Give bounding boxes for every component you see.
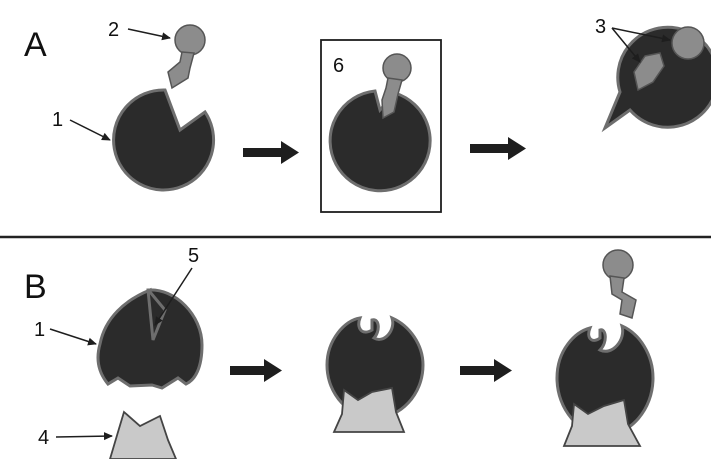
panel-a: A 2 1 6 bbox=[24, 16, 711, 213]
pointer-line-1b bbox=[49, 328, 97, 346]
excluded-substrate bbox=[602, 249, 637, 319]
panel-b-stage-3 bbox=[555, 249, 655, 447]
pointer-line-3b bbox=[611, 27, 671, 43]
complex-box bbox=[320, 39, 442, 213]
panel-b-letter: B bbox=[24, 268, 47, 306]
label-4: 4 bbox=[38, 427, 49, 449]
reaction-arrow-b1 bbox=[230, 359, 282, 382]
panel-a-stage-1: 2 1 bbox=[52, 19, 216, 192]
label-2: 2 bbox=[108, 19, 119, 41]
reaction-arrow-b2 bbox=[460, 359, 512, 382]
label-3: 3 bbox=[595, 16, 606, 38]
panel-a-letter: A bbox=[24, 26, 47, 64]
panel-b: B 5 1 4 bbox=[24, 245, 655, 459]
label-6: 6 bbox=[333, 55, 344, 77]
panel-a-stage-3: 3 bbox=[595, 16, 711, 133]
substrate-molecule bbox=[167, 24, 206, 90]
reaction-arrow-a1 bbox=[243, 141, 299, 164]
label-1b: 1 bbox=[34, 319, 45, 341]
label-5: 5 bbox=[188, 245, 199, 267]
enzyme-a1 bbox=[112, 88, 216, 192]
product-fragment bbox=[633, 52, 665, 92]
enzyme-a2 bbox=[328, 89, 432, 193]
bound-inhibitor-2 bbox=[562, 398, 642, 447]
pointer-line-4 bbox=[55, 432, 113, 441]
pointer-line-1a bbox=[69, 119, 111, 141]
pointer-line-2 bbox=[127, 28, 171, 41]
panel-a-stage-2: 6 bbox=[320, 39, 442, 213]
pointer-line-5 bbox=[154, 267, 193, 326]
bound-substrate bbox=[381, 53, 412, 120]
panel-b-stage-1: 5 1 4 bbox=[34, 245, 204, 459]
reaction-arrow-a2 bbox=[470, 137, 526, 160]
inhibitor-molecule bbox=[109, 410, 177, 459]
pointer-line-3a bbox=[611, 27, 641, 63]
enzyme-b1 bbox=[96, 287, 204, 390]
bound-inhibitor-1 bbox=[332, 386, 406, 433]
panel-b-stage-2 bbox=[325, 315, 425, 433]
product-sphere bbox=[671, 26, 705, 60]
label-1a: 1 bbox=[52, 109, 63, 131]
